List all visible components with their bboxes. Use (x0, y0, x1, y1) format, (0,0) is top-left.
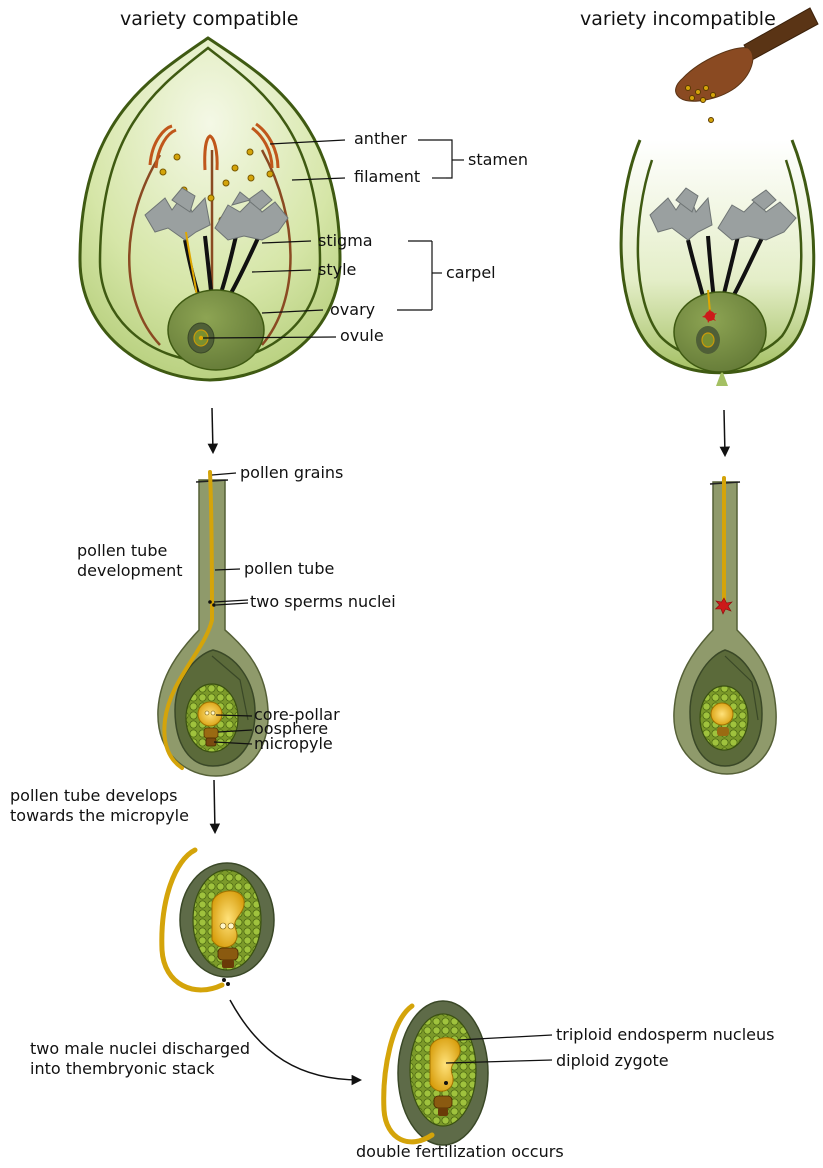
label-two-sperms-nuclei: two sperms nuclei (250, 593, 396, 611)
label-discharged-1: two male nuclei discharged (30, 1040, 250, 1058)
label-discharged-2: into thembryonic stack (30, 1060, 215, 1078)
arrow-down (214, 780, 215, 832)
incompatible-flower (621, 8, 818, 386)
label-filament: filament (354, 168, 420, 186)
label-style: style (318, 261, 356, 279)
ovary (168, 290, 264, 370)
label-ovule: ovule (340, 327, 384, 345)
label-develops-1: pollen tube develops (10, 787, 177, 805)
arrow-down (212, 408, 213, 452)
label-develops-2: towards the micropyle (10, 807, 189, 825)
label-tube-development-2: development (77, 562, 183, 580)
label-tube-development-1: pollen tube (77, 542, 167, 560)
label-carpel: carpel (446, 264, 496, 282)
label-micropyle: micropyle (254, 735, 333, 753)
core-pollar-nucleus (198, 702, 222, 726)
title-incompatible: variety incompatible (580, 8, 776, 30)
label-pollen-grains: pollen grains (240, 464, 343, 482)
label-stamen: stamen (468, 151, 528, 169)
label-diploid: diploid zygote (556, 1052, 669, 1070)
label-stigma: stigma (318, 232, 373, 250)
label-anther: anther (354, 130, 407, 148)
label-pollen-tube: pollen tube (244, 560, 334, 578)
blocked-ovule (674, 478, 776, 774)
oosphere (204, 728, 218, 738)
ovary (674, 292, 766, 372)
label-ovary: ovary (330, 301, 375, 319)
ovule-stage-4 (384, 1001, 488, 1145)
ovule-stage-3 (162, 850, 274, 990)
arrow-down (724, 410, 725, 455)
label-triploid: triploid endosperm nucleus (556, 1026, 774, 1044)
compatible-flower (80, 38, 340, 380)
label-double-fertilization: double fertilization occurs (356, 1143, 564, 1161)
title-compatible: variety compatible (120, 8, 298, 30)
